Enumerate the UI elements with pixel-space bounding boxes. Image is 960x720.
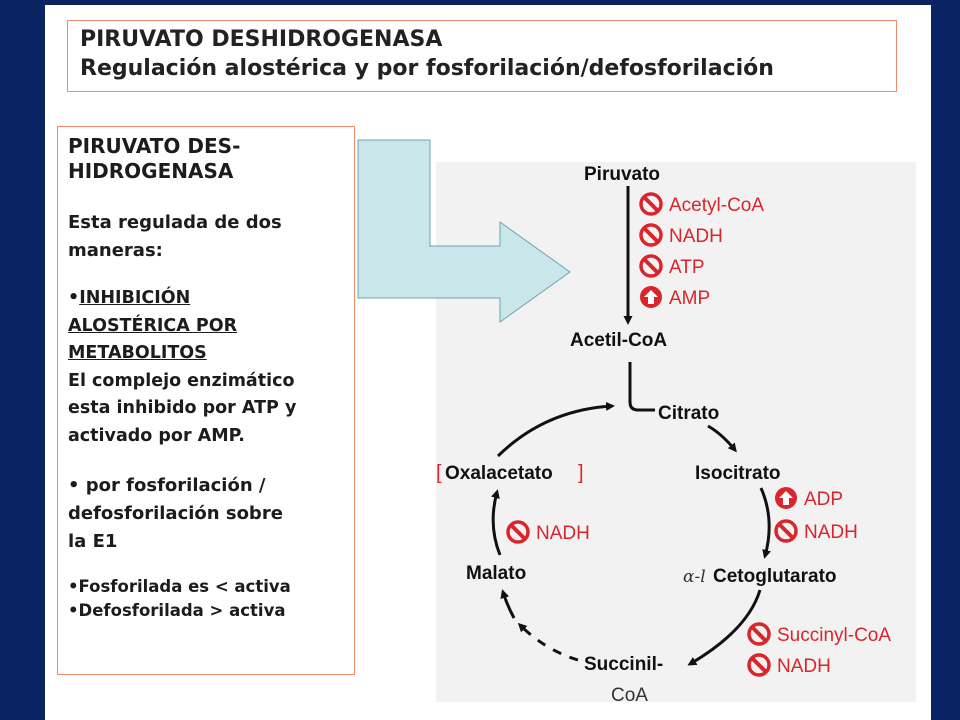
intro-line-2: maneras: (68, 240, 163, 261)
regulator-label: AMP (669, 288, 710, 309)
arrow-succinyl-to-malate (517, 622, 579, 662)
title-line-1: PIRUVATO DESHIDROGENASA (80, 27, 443, 52)
malate-regulators: NADH (506, 520, 590, 544)
isocitrate-regulators: ADP NADH (774, 487, 858, 543)
metabolite-citrato: Citrato (658, 403, 719, 424)
bullet1-text-line-3: activado por AMP. (68, 425, 245, 446)
alpha-prefix: α-l (683, 567, 706, 587)
pointer-arrow (357, 139, 571, 323)
metabolite-cetoglutarato: Cetoglutarato (713, 566, 837, 587)
panel-heading-line-1: PIRUVATO DES- (68, 134, 241, 158)
metabolite-acetil-coa: Acetil-CoA (570, 330, 667, 351)
regulator-label: Succinyl-CoA (777, 625, 891, 646)
regulator-row: ADP (775, 487, 843, 510)
bullet2-line-2: defosforilación sobre (68, 503, 283, 524)
metabolite-piruvato: Piruvato (584, 164, 660, 185)
regulator-row: NADH (747, 653, 831, 677)
inhibit-icon (747, 653, 771, 677)
regulator-label: NADH (536, 523, 590, 544)
regulator-row: AMP (640, 286, 710, 309)
activate-icon (640, 286, 662, 308)
panel-heading-line-2: HIDROGENASA (68, 159, 234, 183)
acetyl-entry-line (628, 362, 655, 412)
inhibit-icon (506, 520, 530, 544)
pdh-regulators: Acetyl-CoA NADH ATP AMP (639, 192, 764, 309)
arrow-isocitrate-to-ketoglutarate (759, 487, 771, 559)
note-dephosphorylated: •Defosforilada > activa (68, 601, 286, 620)
bullet1-title-line-1: •INHIBICIÓN (68, 285, 348, 313)
title-box: PIRUVATO DESHIDROGENASA Regulación alost… (67, 20, 897, 92)
slide: PIRUVATO DESHIDROGENASA Regulación alost… (45, 5, 931, 720)
ketoglutarate-regulators: Succinyl-CoA NADH (747, 622, 891, 677)
inhibit-icon (639, 223, 663, 247)
activate-icon (775, 487, 797, 509)
bullet1-title-text-1: INHIBICIÓN (79, 288, 191, 308)
inhibit-icon (747, 622, 771, 646)
regulator-row: Acetyl-CoA (639, 192, 764, 216)
regulator-row: Succinyl-CoA (747, 622, 891, 646)
regulator-label: NADH (777, 656, 831, 677)
arrow-to-malate-tail (500, 589, 516, 619)
intro-line-1: Esta regulada de dos (68, 212, 282, 233)
metabolite-succinil: Succinil- (584, 654, 663, 675)
regulator-label: ADP (804, 489, 843, 510)
bullet1-prefix: • (68, 288, 80, 308)
metabolite-isocitrato: Isocitrato (695, 463, 781, 484)
inhibit-icon (639, 254, 663, 278)
regulator-row: NADH (506, 520, 590, 544)
arrow-oxalacetate-to-citrate (496, 401, 615, 458)
explanation-panel: PIRUVATO DES- HIDROGENASA Esta regulada … (57, 126, 355, 675)
inhibit-icon (774, 519, 798, 543)
bullet1-text-line-2: esta inhibido por ATP y (68, 398, 297, 418)
regulator-label: NADH (669, 226, 723, 247)
bullet2-line-1: • por fosforilación / (68, 475, 266, 496)
arrow-citrate-to-isocitrate (707, 424, 737, 453)
bullet1-title-line-3: METABOLITOS (68, 343, 207, 363)
bracket-open: [ (436, 462, 442, 484)
inhibit-icon (639, 192, 663, 216)
regulator-row: ATP (639, 254, 705, 278)
title-line-2: Regulación alostérica y por fosforilació… (80, 56, 774, 81)
regulator-label: NADH (804, 522, 858, 543)
bullet1-title-line-2: ALOSTÉRICA POR (68, 315, 238, 336)
metabolite-coa: CoA (611, 685, 648, 706)
metabolite-malato: Malato (466, 563, 526, 584)
regulator-row: NADH (639, 223, 723, 247)
regulator-label: ATP (669, 257, 705, 278)
arrow-malate-to-oxalacetate (491, 489, 502, 556)
regulator-row: NADH (774, 519, 858, 543)
arrow-ketoglutarate-to-succinyl (687, 589, 762, 666)
bracket-close: ] (578, 462, 584, 484)
bullet2-line-3: la E1 (68, 531, 118, 552)
note-phosphorylated: •Fosforilada es < activa (68, 577, 291, 596)
metabolite-oxalacetato: Oxalacetato (445, 463, 553, 484)
regulator-label: Acetyl-CoA (669, 195, 764, 216)
bullet1-text-line-1: El complejo enzimático (68, 370, 295, 391)
